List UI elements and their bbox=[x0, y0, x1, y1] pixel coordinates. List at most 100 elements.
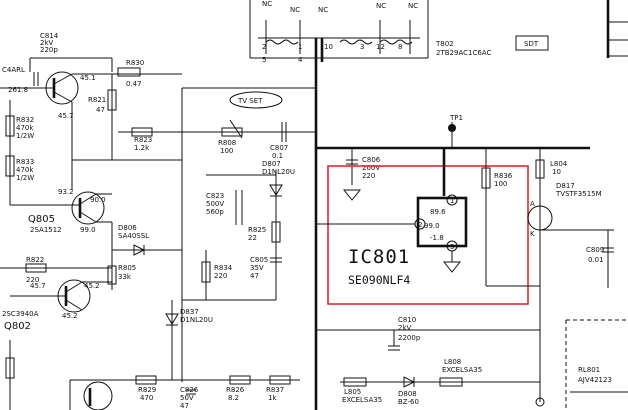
r821-ref: R821 bbox=[88, 96, 106, 104]
ic801-v-pin3: -1.8 bbox=[430, 234, 444, 242]
tv-set-feedback: R823 1.2k R808 100 TV SET C807 0.1 bbox=[118, 91, 316, 160]
ic801-pin-2: 2 bbox=[418, 221, 422, 229]
r822-ref: R805 bbox=[118, 264, 136, 272]
t802-pin-label: 2 bbox=[262, 43, 266, 51]
c823-note: 560p bbox=[206, 208, 224, 216]
r832-value: 470k bbox=[16, 124, 34, 132]
d807-column: D807 D1NL20U C823 500V 560p R825 22 C805… bbox=[182, 160, 295, 301]
r808-value: 100 bbox=[220, 147, 233, 155]
c807-value: 0.1 bbox=[272, 152, 283, 160]
r830-ref: R830 bbox=[126, 59, 144, 67]
d808-part: BZ-60 bbox=[398, 398, 419, 406]
r822-value: 33k bbox=[118, 273, 132, 281]
c814-value: 2kV bbox=[40, 39, 54, 47]
d808-ref: D808 bbox=[398, 390, 417, 398]
d837: D837 D1NL20U bbox=[165, 300, 213, 380]
r834-r822: R822 220 R805 33k bbox=[0, 256, 136, 285]
nc-label: NC bbox=[290, 6, 300, 14]
ic801-pin-3: 3 bbox=[450, 243, 454, 251]
r805-value: 220 bbox=[214, 272, 227, 280]
nc-label: NC bbox=[262, 0, 272, 8]
ic801-v-pin2: 99.0 bbox=[424, 222, 440, 230]
ic801-pin-1: 1 bbox=[450, 197, 454, 205]
r825-ref: R825 bbox=[248, 226, 266, 234]
c810-value: 2kV bbox=[398, 324, 412, 332]
rl801: RL801 AJV42123 bbox=[565, 319, 628, 410]
q802-stage: 45.7 45.2 45.2 2SC3940A Q802 bbox=[2, 279, 112, 332]
q804-ve: 45.7 bbox=[58, 112, 74, 120]
r823-ref: R823 bbox=[134, 136, 152, 144]
r833-ref: R833 bbox=[16, 158, 34, 166]
l804-ref: L804 bbox=[550, 160, 568, 168]
c814-note: 220p bbox=[40, 46, 58, 54]
t802-pin-label: 10 bbox=[324, 43, 333, 51]
q802-vb: 45.7 bbox=[30, 282, 46, 290]
d807-ref: D807 bbox=[262, 160, 281, 168]
t802-pin-label: 1 bbox=[298, 43, 302, 51]
r825-value: 22 bbox=[248, 234, 257, 242]
r833-value: 470k bbox=[16, 166, 34, 174]
d837-part: D1NL20U bbox=[180, 316, 213, 324]
net-label: C4ARL bbox=[2, 66, 25, 74]
d817-part: TVSTF3515M bbox=[555, 190, 602, 198]
sdt-label: SDT bbox=[524, 40, 539, 48]
bottom-row: R829 470 C826 50V 47 R826 8.2 R837 1k bbox=[5, 340, 300, 410]
q802-part: 2SC3940A bbox=[2, 310, 39, 318]
d817-k: K bbox=[530, 230, 535, 238]
l805-ref: L805 bbox=[344, 388, 361, 396]
c807-ref: C807 bbox=[270, 144, 288, 152]
tp1-label: TP1 bbox=[449, 114, 463, 122]
c810-note: 2200p bbox=[398, 334, 421, 342]
q804-vb2: 45.1 bbox=[80, 74, 96, 82]
c806-ref: C806 bbox=[362, 156, 381, 164]
d817-a: A bbox=[530, 200, 535, 208]
r837-value: 470 bbox=[140, 394, 153, 402]
d817-ref: D817 bbox=[556, 182, 575, 190]
l804-value: 10 bbox=[552, 168, 561, 176]
q805-vc: 99.0 bbox=[80, 226, 96, 234]
t802-part: 2TB29AC1C6AC bbox=[436, 49, 491, 57]
r832-ref: R832 bbox=[16, 116, 34, 124]
c823-ref: C823 bbox=[206, 192, 224, 200]
c826-ref: C826 bbox=[180, 386, 199, 394]
ic801-ref: IC801 bbox=[348, 246, 410, 268]
ic801: 1 89.6 2 99.0 3 -1.8 IC801 SE090NLF4 R83… bbox=[316, 148, 540, 287]
q802-ref: Q802 bbox=[4, 321, 31, 332]
c809-ref: C809 bbox=[586, 246, 604, 254]
tv-set-label: TV SET bbox=[237, 97, 263, 105]
q802-vc: 45.2 bbox=[84, 282, 100, 290]
q805-ref: Q805 bbox=[28, 214, 55, 225]
r829-value: 100 bbox=[494, 180, 507, 188]
t802-pin-label: 8 bbox=[398, 43, 402, 51]
r836-ref: R826 bbox=[226, 386, 245, 394]
bottom-right-output: C810 2kV 2200p L805 EXCELSA35 D808 BZ-60… bbox=[316, 316, 545, 407]
rl801-part: AJV42123 bbox=[578, 376, 612, 384]
r832-note: 1/2W bbox=[16, 132, 34, 140]
c806: C806 200V 220 bbox=[342, 148, 381, 201]
t802-pin-label: 5 bbox=[262, 56, 266, 64]
t802-pin-label: 3 bbox=[360, 43, 364, 51]
d817-stage: L804 10 A K D817 TVSTF3515M C809 0.01 bbox=[527, 148, 614, 402]
r805-ref: R834 bbox=[214, 264, 233, 272]
nc-label: NC bbox=[408, 2, 418, 10]
nc-label: NC bbox=[318, 6, 328, 14]
q804-vb: 261.8 bbox=[8, 86, 28, 94]
c810-ref: C810 bbox=[398, 316, 416, 324]
r830-value: 0.47 bbox=[126, 80, 142, 88]
t802-pin-label: 12 bbox=[376, 43, 385, 51]
ic801-v-pin1: 89.6 bbox=[430, 208, 446, 216]
q804-stage: C814 2kV 220p C4ARL 261.8 45.1 45.7 R830… bbox=[0, 32, 182, 161]
r834-value: 220 bbox=[26, 276, 39, 284]
l808-part: EXCELSA35 bbox=[442, 366, 482, 374]
nc-label: NC bbox=[376, 2, 386, 10]
c826-note: 47 bbox=[180, 402, 189, 410]
c805-ref: C805 bbox=[250, 256, 268, 264]
t802-pin-label: 4 bbox=[298, 56, 303, 64]
q802-ve: 45.2 bbox=[62, 312, 78, 320]
sdt-box bbox=[515, 35, 549, 51]
q805-ve: 90.0 bbox=[90, 196, 106, 204]
c806-value: 200V bbox=[362, 164, 380, 172]
q805-stage: 93.2 90.0 99.0 Q805 2SA1512 bbox=[10, 160, 113, 290]
r808-ref: R808 bbox=[218, 139, 236, 147]
